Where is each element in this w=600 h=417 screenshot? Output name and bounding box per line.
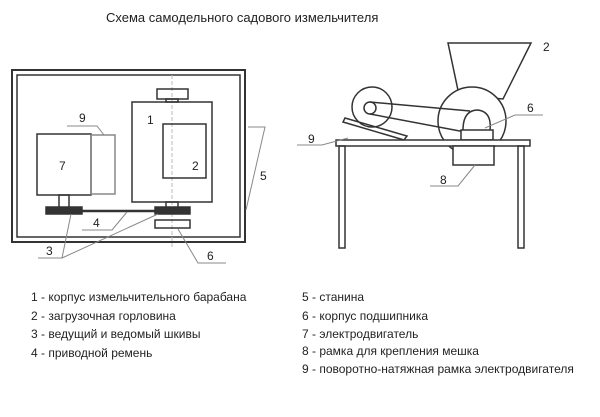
motor-shaft xyxy=(58,194,70,209)
legend-item: 7 - электродвигатель xyxy=(302,327,419,341)
belt-top xyxy=(369,101,471,112)
frame-outer xyxy=(11,69,246,243)
legend-item: 5 - станина xyxy=(302,290,365,304)
callout-2: 2 xyxy=(192,159,199,173)
legend-item: 4 - приводной ремень xyxy=(31,346,153,360)
callout-8-side: 8 xyxy=(440,173,447,187)
callout-7: 7 xyxy=(59,159,66,173)
legend-item: 6 - корпус подшипника xyxy=(302,309,429,323)
legend-item: 9 - поворотно-натяжная рамка электродвиг… xyxy=(302,362,574,376)
frame-inner xyxy=(16,74,241,238)
legend-item: 3 - ведущий и ведомый шкивы xyxy=(31,327,201,341)
motor-pulley xyxy=(351,86,393,128)
diagram-title: Схема самодельного садового измельчителя xyxy=(106,10,379,25)
callout-6-side: 6 xyxy=(527,101,534,115)
callout-9: 9 xyxy=(79,111,86,125)
top-view xyxy=(11,69,266,264)
bearing-arch xyxy=(462,109,491,131)
callout-6: 6 xyxy=(207,249,214,263)
bottom-bearing xyxy=(154,219,191,229)
leader-lines xyxy=(38,125,266,264)
callout-9-side: 9 xyxy=(308,132,315,146)
tension-frame xyxy=(341,117,409,141)
table-top xyxy=(335,139,531,147)
callout-3: 3 xyxy=(46,244,53,258)
hopper xyxy=(447,42,533,100)
legend-item: 2 - загрузочная горловина xyxy=(31,309,176,323)
legend-item: 8 - рамка для крепления мешка xyxy=(302,344,479,358)
drive-pulley xyxy=(45,206,83,215)
belt-bottom xyxy=(369,113,466,133)
bag-frame xyxy=(452,145,495,166)
motor-frame xyxy=(90,134,116,195)
side-view xyxy=(297,42,543,249)
callout-2-side: 2 xyxy=(543,40,550,54)
callout-1: 1 xyxy=(147,113,154,127)
leader-lines-side xyxy=(297,114,543,187)
leg-left xyxy=(338,145,346,249)
hopper-top xyxy=(162,123,207,179)
bearing-housing xyxy=(460,129,494,141)
motor-shaft-side xyxy=(363,101,377,115)
leg-right xyxy=(517,145,525,249)
callout-5: 5 xyxy=(260,169,267,183)
driven-pulley xyxy=(154,206,191,215)
legend-item: 1 - корпус измельчительного барабана xyxy=(31,290,247,304)
callout-4: 4 xyxy=(93,216,100,230)
